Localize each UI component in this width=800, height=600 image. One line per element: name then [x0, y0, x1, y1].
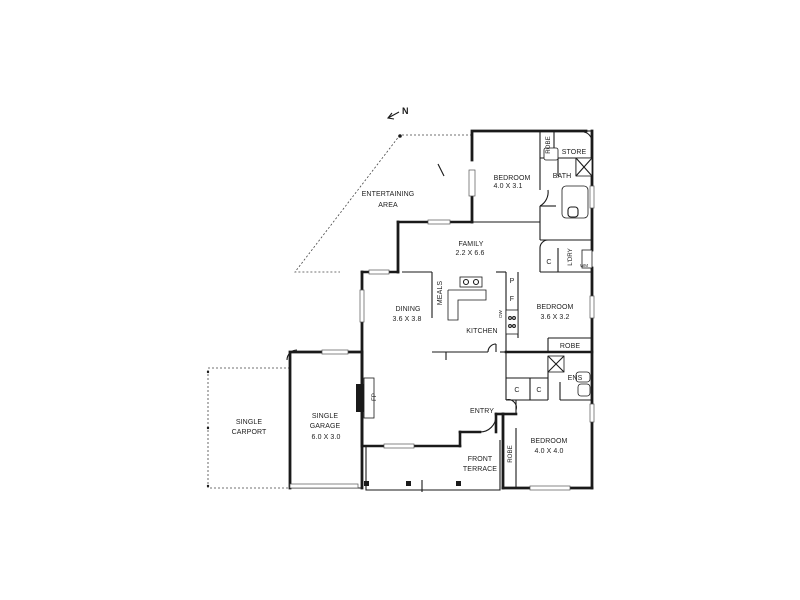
robe2-label: ROBE [560, 343, 580, 350]
terrace-label-line2: TERRACE [463, 466, 497, 473]
entertaining-label-line1: ENTERTAINING [362, 191, 415, 198]
carport-label-line2: CARPORT [232, 429, 267, 436]
robe3-label: ROBE [507, 445, 514, 463]
windows [289, 169, 595, 491]
cupboard-label-3: C [536, 387, 541, 394]
washing-machine-label: WM [580, 263, 588, 268]
carport-label-line1: SINGLE [236, 419, 263, 426]
bedroom3-name: BEDROOM [531, 438, 568, 445]
cupboard-label-1: C [546, 259, 551, 266]
store-label: STORE [562, 149, 587, 156]
family-name: FAMILY [459, 241, 484, 248]
garage-size: 6.0 X 3.0 [312, 434, 341, 441]
fireplace-label: FP [371, 393, 378, 401]
doors [286, 131, 593, 433]
kitchen-island [447, 276, 519, 335]
entertaining-area-outline [294, 134, 472, 273]
north-label: N [402, 106, 409, 116]
ensuite-label: ENS [568, 375, 583, 382]
carport-outline [206, 367, 290, 489]
terrace-label-line1: FRONT [468, 456, 493, 463]
terrace-posts [364, 480, 461, 492]
bedroom3-size: 4.0 X 4.0 [535, 448, 564, 455]
bedroom2-name: BEDROOM [537, 304, 574, 311]
bath-label: BATH [553, 173, 572, 180]
bedroom1-name: BEDROOM [494, 175, 531, 182]
garage-label-line2: GARAGE [310, 423, 341, 430]
dining-size: 3.6 X 3.8 [393, 316, 422, 323]
pantry-label: P [510, 278, 515, 285]
bedroom1-size: 4.0 X 3.1 [494, 183, 523, 190]
robe1-label: ROBE [545, 136, 552, 154]
fridge-label: F [510, 296, 514, 303]
meals-label: MEALS [437, 281, 444, 305]
garage-label-line1: SINGLE [312, 413, 339, 420]
family-size: 2.2 X 6.6 [456, 250, 485, 257]
bedroom2-size: 3.6 X 3.2 [541, 314, 570, 321]
cupboard-label-2: C [514, 387, 519, 394]
entry-label: ENTRY [470, 408, 494, 415]
entertaining-label-line2: AREA [378, 202, 398, 209]
laundry-label: L'DRY [567, 248, 574, 266]
fireplace [356, 377, 375, 419]
kitchen-label: KITCHEN [466, 328, 497, 335]
dishwasher-label: DW [498, 310, 503, 318]
north-arrow-icon: N [386, 106, 409, 120]
bathroom-fixtures [543, 147, 593, 397]
dining-name: DINING [395, 306, 420, 313]
